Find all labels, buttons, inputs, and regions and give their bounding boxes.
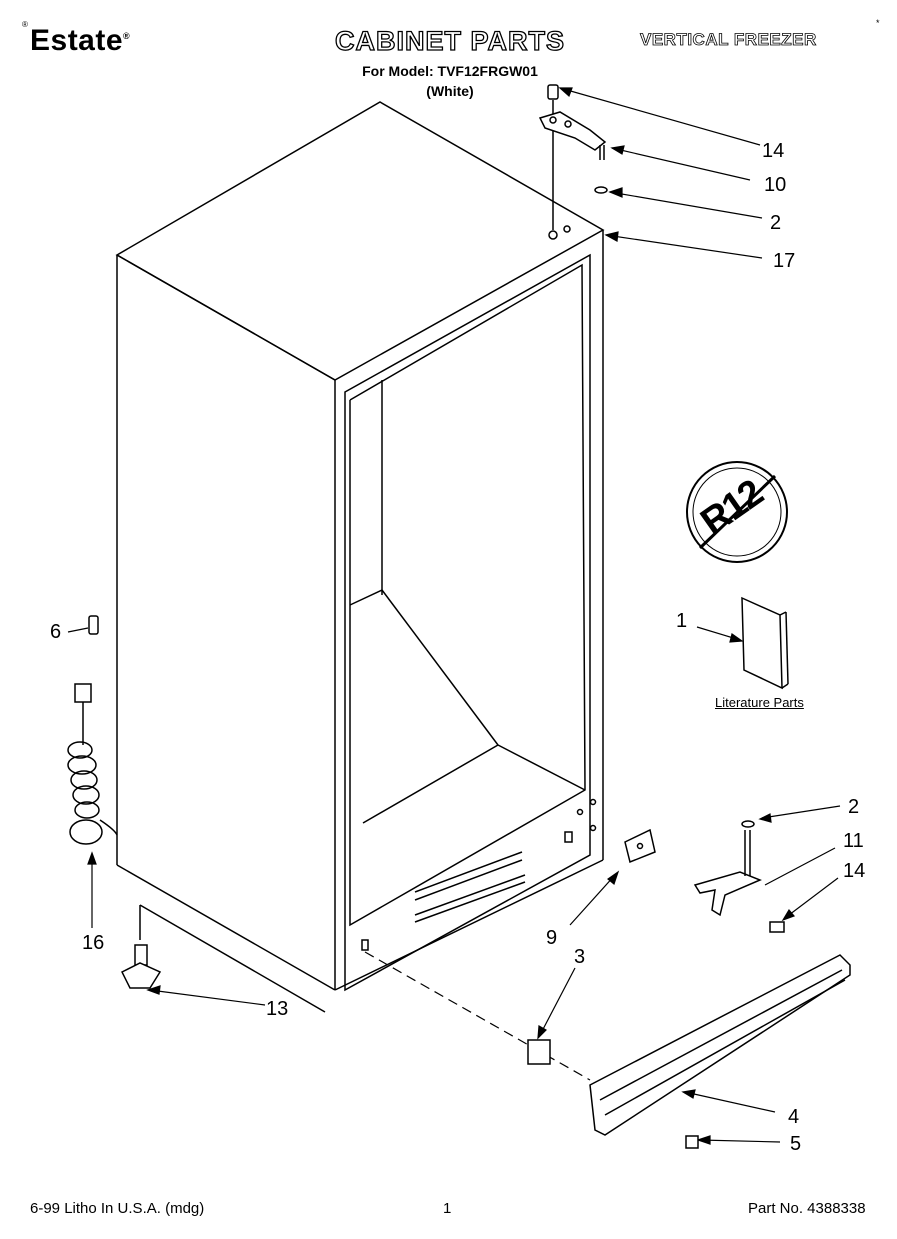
callout-2-top: 2 bbox=[770, 212, 782, 234]
model-line: For Model: TVF12FRGW01 bbox=[362, 63, 538, 79]
bottom-hinge-assembly bbox=[527, 820, 785, 1065]
cabinet-body bbox=[115, 101, 605, 992]
callout-14-top: 14 bbox=[762, 140, 785, 162]
kick-plate bbox=[589, 954, 851, 1149]
callout-5: 5 bbox=[790, 1133, 802, 1155]
callout-9: 9 bbox=[546, 927, 558, 949]
no-r12-badge bbox=[686, 461, 788, 563]
top-hinge-assembly bbox=[538, 84, 608, 240]
callout-4: 4 bbox=[788, 1106, 800, 1128]
callout-1: 1 bbox=[676, 610, 688, 632]
category-title: VERTICAL FREEZER bbox=[640, 30, 817, 50]
callout-16: 16 bbox=[82, 932, 105, 954]
model-subtitle: For Model: TVF12FRGW01 (White) bbox=[300, 61, 600, 101]
page-title: CABINET PARTS bbox=[334, 25, 565, 56]
callout-14-bottom: 14 bbox=[843, 860, 866, 882]
footer-print-info: 6-99 Litho In U.S.A. (mdg) bbox=[30, 1200, 205, 1217]
callout-3: 3 bbox=[574, 946, 586, 968]
callout-13: 13 bbox=[266, 998, 289, 1020]
corner-mark: * bbox=[876, 18, 880, 28]
callout-17: 17 bbox=[773, 250, 796, 272]
color-line: (White) bbox=[426, 83, 474, 99]
literature-booklet bbox=[741, 596, 789, 690]
footer-page-number: 1 bbox=[443, 1200, 452, 1217]
footer-part-number: Part No. 4388338 bbox=[748, 1200, 866, 1217]
callout-2-bottom: 2 bbox=[848, 796, 860, 818]
power-cord bbox=[67, 683, 118, 845]
registered-mark: ® bbox=[22, 20, 28, 29]
literature-parts-label: Literature Parts bbox=[715, 695, 804, 710]
brand-logo: Estate® bbox=[30, 24, 131, 57]
callout-10: 10 bbox=[764, 174, 787, 196]
callout-6: 6 bbox=[50, 621, 62, 643]
leveling-leg bbox=[120, 904, 326, 1013]
clip-part bbox=[88, 615, 99, 635]
callout-11: 11 bbox=[843, 830, 864, 852]
leader-lines bbox=[67, 87, 841, 1145]
